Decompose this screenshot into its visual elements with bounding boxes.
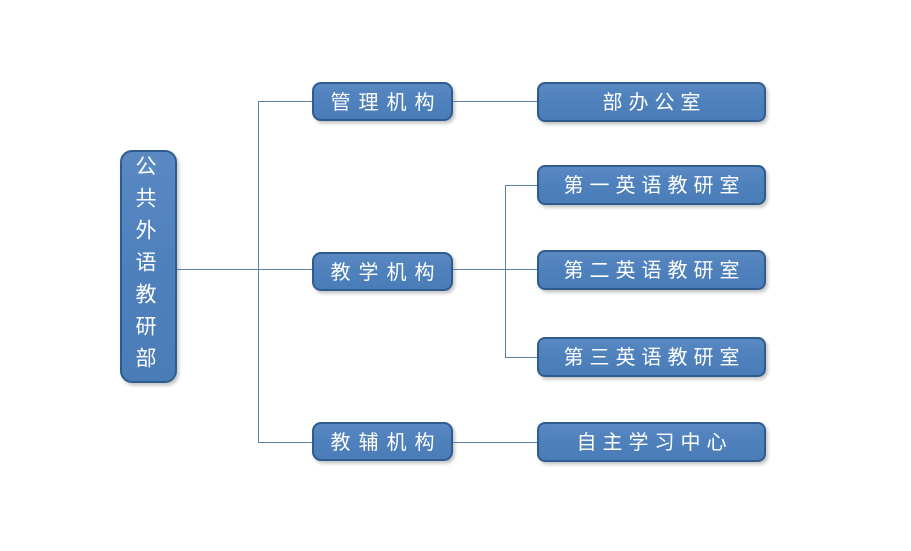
connector-branch-english3 bbox=[505, 357, 537, 358]
node-english-office-3: 第三英语教研室 bbox=[537, 337, 766, 377]
node-root-department: 公共外语教研部 bbox=[120, 150, 177, 383]
connector-support-to-center bbox=[453, 442, 537, 443]
node-dept-office-label: 部办公室 bbox=[602, 90, 707, 114]
connector-trunk-teaching bbox=[505, 185, 506, 357]
node-management-org: 管理机构 bbox=[312, 82, 453, 121]
connector-branch-management bbox=[258, 101, 312, 102]
node-english-office-1-label: 第一英语教研室 bbox=[563, 173, 746, 197]
node-english-office-1: 第一英语教研室 bbox=[537, 165, 766, 205]
node-teaching-label: 教学机构 bbox=[330, 259, 443, 284]
connector-root-to-trunk bbox=[177, 269, 312, 270]
connector-branch-english1 bbox=[505, 185, 537, 186]
node-self-study-center: 自主学习中心 bbox=[537, 422, 766, 462]
node-english-office-2-label: 第二英语教研室 bbox=[563, 258, 746, 282]
node-dept-office: 部办公室 bbox=[537, 82, 766, 122]
node-english-office-3-label: 第三英语教研室 bbox=[563, 345, 746, 369]
connector-trunk-level1 bbox=[258, 101, 259, 442]
node-root-label: 公共外语教研部 bbox=[133, 154, 157, 379]
connector-management-to-office bbox=[453, 101, 537, 102]
node-english-office-2: 第二英语教研室 bbox=[537, 250, 766, 290]
node-support-org: 教辅机构 bbox=[312, 422, 453, 461]
node-management-label: 管理机构 bbox=[330, 89, 443, 114]
connector-branch-support bbox=[258, 442, 312, 443]
connector-teaching-to-trunk bbox=[453, 269, 537, 270]
node-support-label: 教辅机构 bbox=[330, 429, 443, 454]
node-teaching-org: 教学机构 bbox=[312, 252, 453, 291]
node-self-study-center-label: 自主学习中心 bbox=[576, 430, 733, 454]
